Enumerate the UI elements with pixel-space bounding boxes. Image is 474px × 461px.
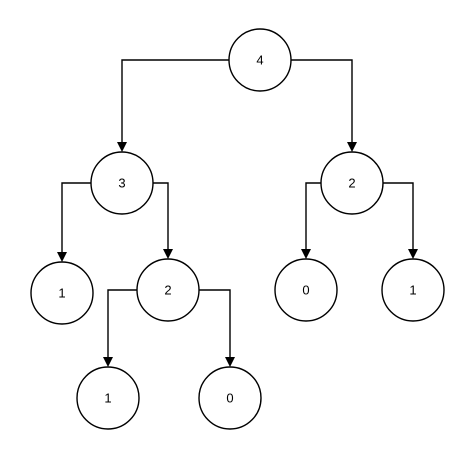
arrowhead [163, 249, 173, 259]
tree-node-left: 3 [90, 151, 154, 215]
nodes-layer: 4 3 2 1 2 0 1 1 0 [30, 28, 445, 430]
node-circle [274, 258, 338, 322]
arrowhead [408, 249, 418, 259]
node-circle [198, 366, 262, 430]
edge-left-to-left-left [57, 182, 91, 262]
edge-right-to-right-right [383, 182, 418, 259]
edge-line [121, 59, 229, 143]
arrowhead [347, 142, 357, 152]
tree-node-root: 4 [228, 28, 292, 92]
tree-node-right-left: 0 [274, 258, 338, 322]
edge-line [383, 182, 414, 250]
edge-line [199, 289, 231, 358]
edges-layer [57, 59, 418, 367]
node-circle [136, 258, 200, 322]
arrowhead [301, 249, 311, 259]
edge-line [107, 289, 137, 358]
node-circle [381, 258, 445, 322]
edge-line [305, 182, 321, 250]
edge-left-right-to-left-right-left [103, 289, 137, 367]
edge-root-to-right [291, 59, 357, 152]
tree-node-right: 2 [320, 151, 384, 215]
edge-line [291, 59, 353, 143]
edge-left-right-to-left-right-right [199, 289, 235, 367]
node-circle [90, 151, 154, 215]
arrowhead [117, 142, 127, 152]
node-value: 1 [409, 283, 416, 298]
tree-node-left-right-right: 0 [198, 366, 262, 430]
edge-line [61, 182, 91, 253]
node-circle [320, 151, 384, 215]
node-value: 2 [164, 283, 171, 298]
node-value: 2 [348, 176, 355, 191]
tree-node-right-right: 1 [381, 258, 445, 322]
edge-line [153, 182, 169, 250]
node-value: 0 [226, 391, 233, 406]
edge-root-to-left [117, 59, 229, 152]
node-value: 1 [104, 391, 111, 406]
node-circle [76, 366, 140, 430]
node-value: 0 [302, 283, 309, 298]
node-value: 3 [118, 176, 125, 191]
tree-node-left-right: 2 [136, 258, 200, 322]
edge-left-to-left-right [153, 182, 173, 259]
arrowhead [57, 252, 67, 262]
arrowhead [103, 357, 113, 367]
arrowhead [225, 357, 235, 367]
node-circle [30, 261, 94, 325]
node-value: 1 [58, 286, 65, 301]
tree-node-left-right-left: 1 [76, 366, 140, 430]
edge-right-to-right-left [301, 182, 321, 259]
tree-node-left-left: 1 [30, 261, 94, 325]
node-value: 4 [256, 53, 263, 68]
node-circle [228, 28, 292, 92]
